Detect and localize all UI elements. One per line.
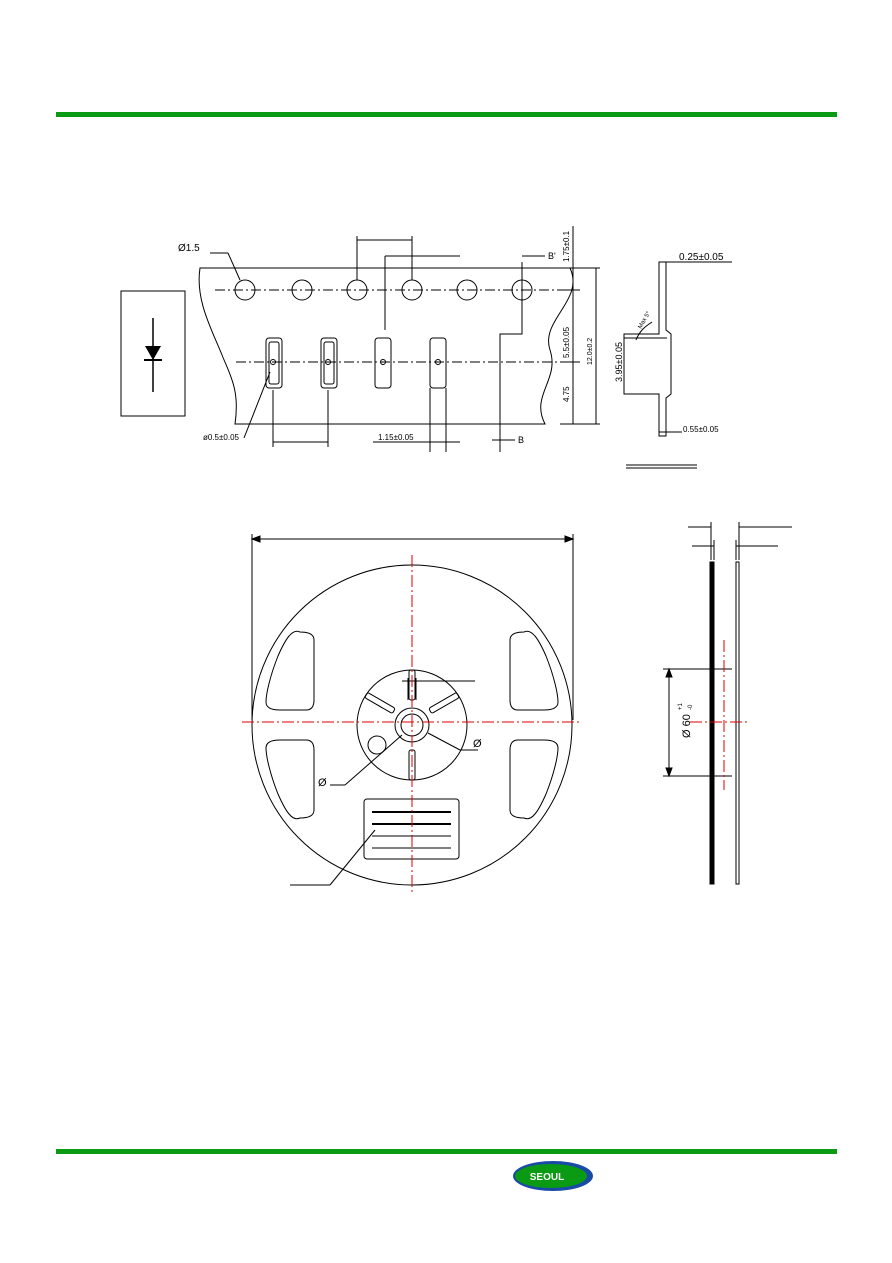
component: [268, 341, 280, 385]
diode-symbol-box: [120, 290, 186, 417]
reel-side-labels: Ø 60 +1 -0: [678, 702, 694, 738]
reel-small-hole: [367, 735, 387, 755]
pocket-offset-label: 4.75: [562, 386, 571, 402]
reel-window: [265, 630, 315, 711]
section-b-prime-label: B': [548, 251, 556, 261]
hub-slot: [428, 692, 460, 714]
tape-dimension-labels: Ø1.5 ø0.5±0.05 1.15±0.05 B' B 1.75±0.1 5…: [178, 230, 594, 445]
sprocket-hole: [234, 279, 256, 301]
hole-to-pocket-label: 5.5±0.05: [562, 326, 571, 358]
component: [323, 341, 335, 385]
reel-window: [265, 739, 315, 820]
reel-front-labels: Ø Ø: [318, 738, 482, 789]
reel-side-drawing: [663, 522, 792, 885]
section-dimension-labels: 0.25±0.05 3.95±0.05 0.55±0.05 Max 5°: [614, 252, 724, 434]
phi-label-right: Ø: [473, 738, 482, 750]
tape-cut: [499, 262, 523, 452]
reel-side-centerlines: [690, 640, 750, 790]
pocket-pitch-label: 1.15±0.05: [378, 433, 414, 442]
reel-window: [509, 630, 559, 711]
sprocket-hole: [456, 279, 478, 301]
reel-centerlines: [242, 555, 582, 895]
reel-window: [509, 739, 559, 820]
reel-side-flange-left: [709, 561, 715, 885]
tape-section-drawing: [623, 261, 732, 469]
sprocket-hole: [291, 279, 313, 301]
hub-tol-upper: +1: [678, 702, 684, 710]
pocket: [320, 337, 338, 389]
symbol-frame: [120, 290, 186, 417]
sprocket-hole-dia-label: Ø1.5: [178, 243, 200, 254]
section-profile: [623, 261, 672, 437]
diode-icon: [145, 346, 161, 360]
pocket: [374, 337, 392, 389]
pocket: [265, 337, 283, 389]
sprocket-hole: [511, 279, 533, 301]
tape-width-label: 12.0±0.2: [587, 338, 594, 365]
hub-tol-lower: -0: [688, 704, 694, 710]
pocket: [429, 337, 447, 389]
carrier-tape-drawing: [198, 226, 600, 452]
tape-outline: [198, 267, 574, 425]
phi-label-left: Ø: [318, 777, 327, 789]
logo-text: SEOUL: [530, 1172, 564, 1183]
pocket-depth-label: 3.95±0.05: [614, 342, 624, 382]
reel-side-flange-right: [735, 561, 740, 885]
logo-ellipse-inner: [515, 1164, 587, 1188]
base-thickness-label: 0.55±0.05: [683, 425, 719, 434]
hub-diameter-label: Ø 60: [681, 714, 693, 738]
top-rule: [56, 112, 837, 117]
pocket-hole-dia-label: ø0.5±0.05: [203, 433, 240, 442]
edge-distance-label: 1.75±0.1: [562, 230, 571, 262]
hub-slot: [364, 692, 396, 714]
bottom-rule: [56, 1149, 837, 1154]
cover-thickness-label: 0.25±0.05: [679, 252, 724, 263]
seoul-logo: SEOUL: [513, 1161, 593, 1191]
section-b-label: B: [518, 435, 524, 445]
